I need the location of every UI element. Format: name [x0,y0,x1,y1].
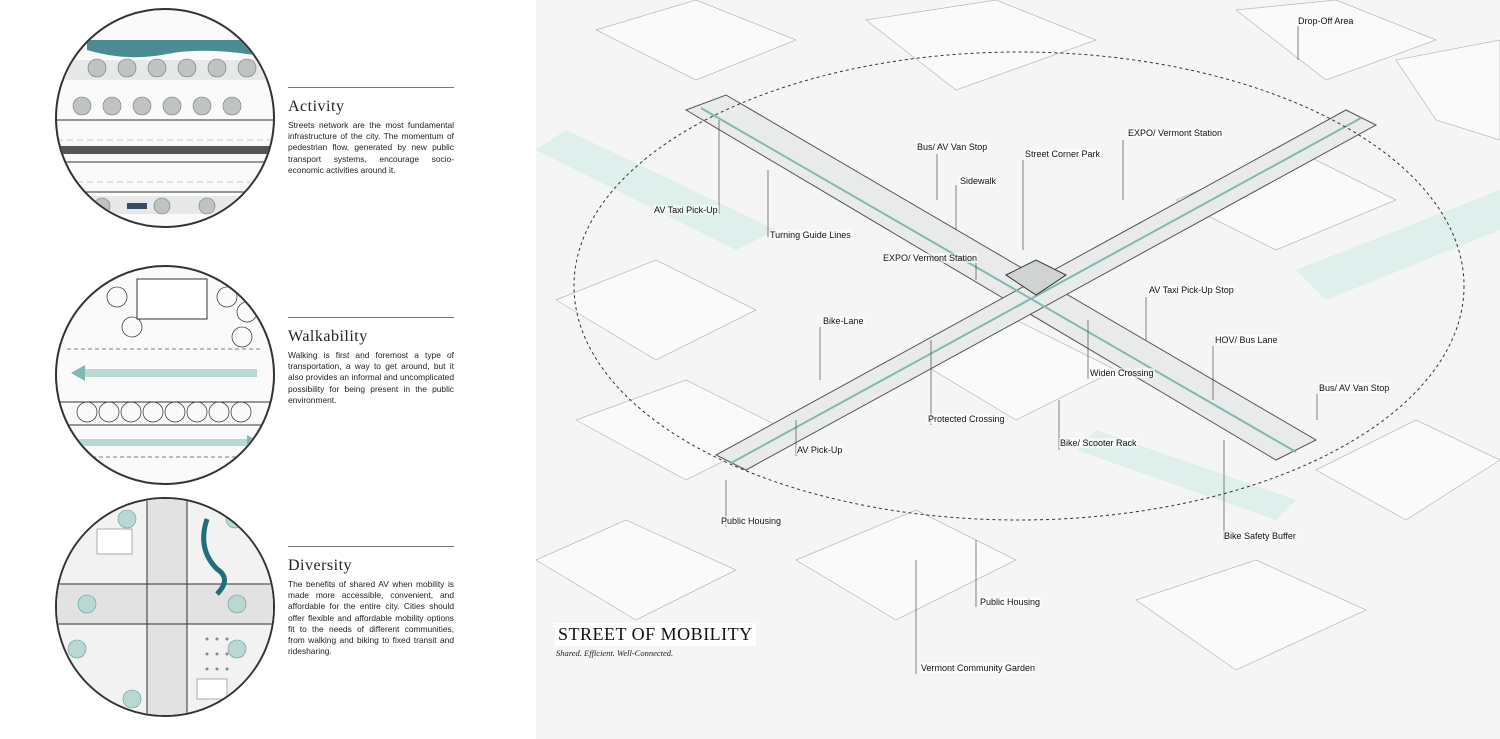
axonometric-svg [536,0,1500,674]
label-av-pick-up: AV Pick-Up [796,445,844,455]
walkability-heading: Walkability [288,328,368,345]
walkability-text: Walking is first and foremost a type of … [288,350,454,405]
label-sidewalk: Sidewalk [959,176,998,186]
walkability-diagram [55,265,275,485]
divider [288,317,454,318]
left-panel: Activity Streets network are the most fu… [0,0,536,739]
label-turning-guide-lines: Turning Guide Lines [769,230,852,240]
diversity-heading: Diversity [288,557,353,574]
page-title: STREET OF MOBILITY [555,623,756,646]
label-bus-av-van-stop-top: Bus/ AV Van Stop [916,142,989,152]
label-av-taxi-pick-up: AV Taxi Pick-Up [653,205,719,215]
label-bike-safety-buffer: Bike Safety Buffer [1223,531,1297,541]
label-drop-off-area: Drop-Off Area [1297,16,1355,26]
label-widen-crossing: Widen Crossing [1089,368,1155,378]
label-public-housing-left: Public Housing [720,516,783,526]
diversity-text: The benefits of shared AV when mobility … [288,579,454,657]
label-bus-av-van-stop-right: Bus/ AV Van Stop [1318,383,1391,393]
label-expo-vermont-station-top: EXPO/ Vermont Station [1127,128,1224,138]
label-bike-lane: Bike-Lane [822,316,865,326]
diversity-diagram [55,497,275,717]
diversity-section: Diversity The benefits of shared AV when… [288,546,454,657]
axonometric-drawing [536,0,1500,739]
label-hov-bus-lane: HOV/ Bus Lane [1214,335,1279,345]
label-bike-scooter-rack: Bike/ Scooter Rack [1059,438,1138,448]
label-protected-crossing: Protected Crossing [927,414,1006,424]
activity-diagram [55,8,275,228]
divider [288,87,454,88]
activity-section: Activity Streets network are the most fu… [288,87,454,176]
walkability-section: Walkability Walking is first and foremos… [288,317,454,406]
activity-heading: Activity [288,98,345,115]
label-public-housing-bottom: Public Housing [979,597,1042,607]
label-vermont-community-garden: Vermont Community Garden [920,663,1037,673]
label-expo-vermont-station-mid: EXPO/ Vermont Station [882,253,979,263]
label-av-taxi-pick-up-stop: AV Taxi Pick-Up Stop [1148,285,1235,295]
label-street-corner-park: Street Corner Park [1024,149,1102,159]
activity-text: Streets network are the most fundamental… [288,120,454,175]
page-subtitle: Shared. Efficient. Well-Connected. [556,648,674,658]
divider [288,546,454,547]
